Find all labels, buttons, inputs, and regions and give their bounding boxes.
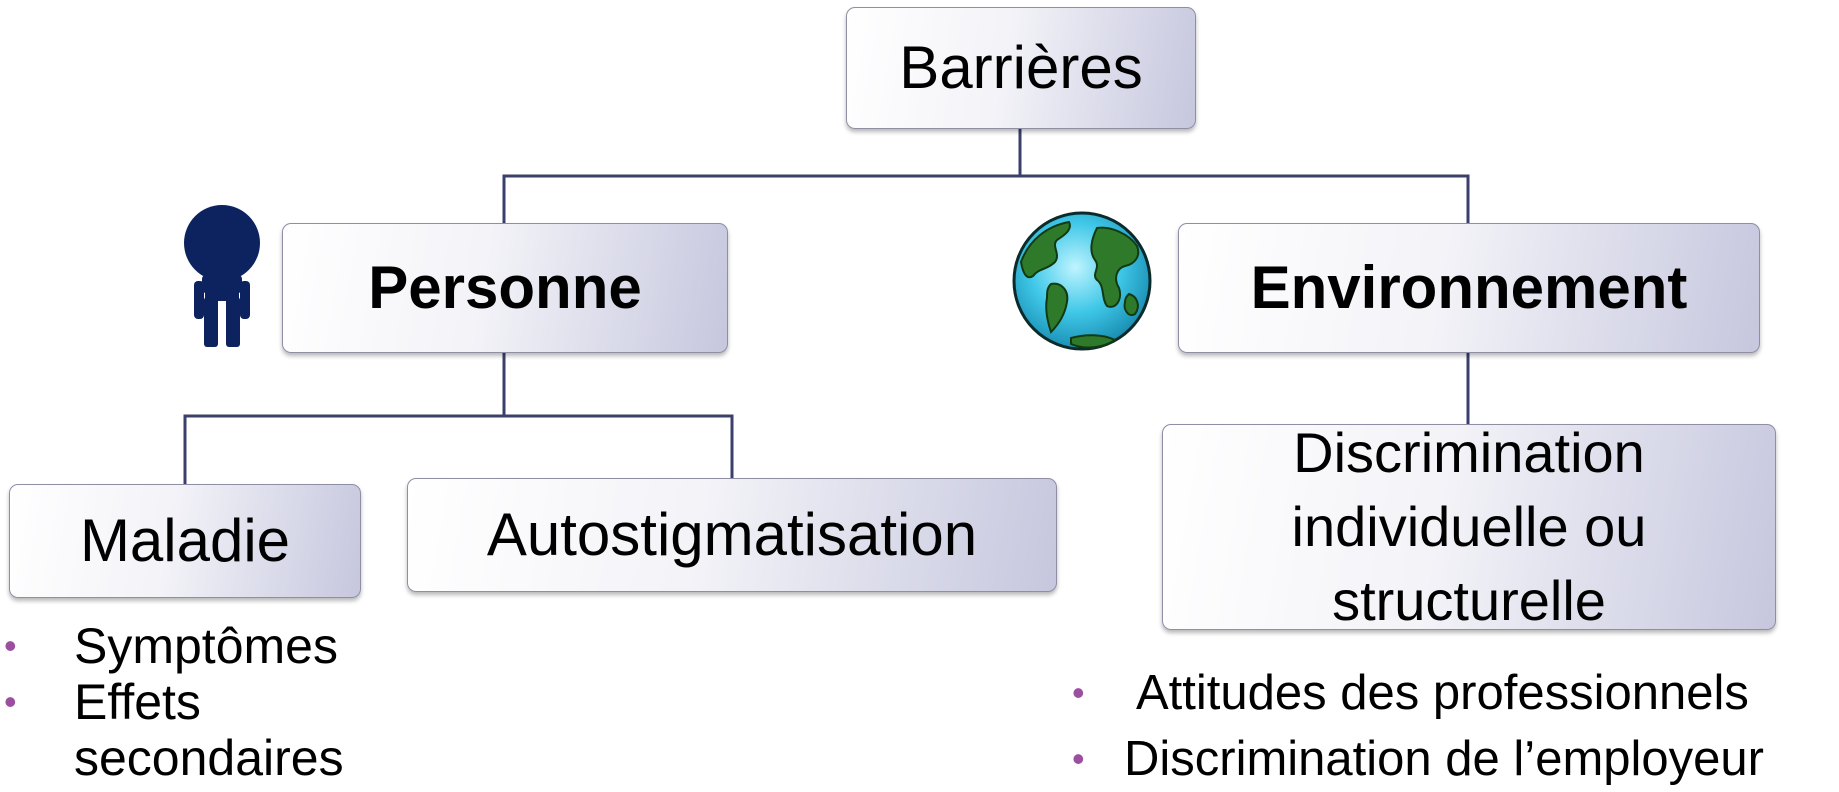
- maladie-node: Maladie: [9, 484, 361, 598]
- maladie-bullet-item: • Effets secondaires: [0, 674, 344, 786]
- autostigmatisation-node: Autostigmatisation: [407, 478, 1057, 592]
- personne-label: Personne: [368, 254, 642, 321]
- discrimination-bullet-text: Discrimination de l’employeur: [1124, 732, 1764, 786]
- discrimination-bullet-text: Attitudes des professionnels: [1136, 666, 1749, 720]
- maladie-bullet-item: • Symptômes: [0, 618, 420, 674]
- person-icon: [184, 205, 260, 347]
- connector-person-children: [183, 414, 734, 484]
- barrieres-node: Barrières: [846, 7, 1196, 129]
- environnement-label: Environnement: [1250, 254, 1688, 321]
- globe-icon: [1012, 211, 1152, 351]
- bullet-dot-icon: •: [1072, 738, 1085, 779]
- bullet-dot-icon: •: [4, 625, 17, 666]
- bullet-dot-icon: •: [1072, 672, 1085, 713]
- discrimination-node: Discrimination individuelle ou structure…: [1162, 421, 1776, 632]
- environnement-node: Environnement: [1178, 223, 1760, 353]
- discrimination-bullet-item: • Attitudes des professionnels: [1068, 660, 1764, 726]
- bullet-dot-icon: •: [4, 681, 17, 722]
- autostigmatisation-label: Autostigmatisation: [486, 501, 978, 568]
- connector-level1: [502, 174, 1470, 223]
- discrimination-label: Discrimination individuelle ou structure…: [1291, 421, 1647, 632]
- maladie-bullet-text: Effets secondaires: [74, 674, 344, 786]
- maladie-label: Maladie: [79, 507, 291, 574]
- discrimination-bullet-list: • Attitudes des professionnels • Discrim…: [1068, 660, 1764, 792]
- discrimination-bullet-item: • Discrimination de l’employeur: [1068, 726, 1764, 792]
- personne-node: Personne: [282, 223, 728, 353]
- maladie-bullet-list: • Symptômes • Effets secondaires: [0, 618, 420, 786]
- barrieres-label: Barrières: [899, 34, 1143, 101]
- maladie-bullet-text: Symptômes: [74, 618, 338, 674]
